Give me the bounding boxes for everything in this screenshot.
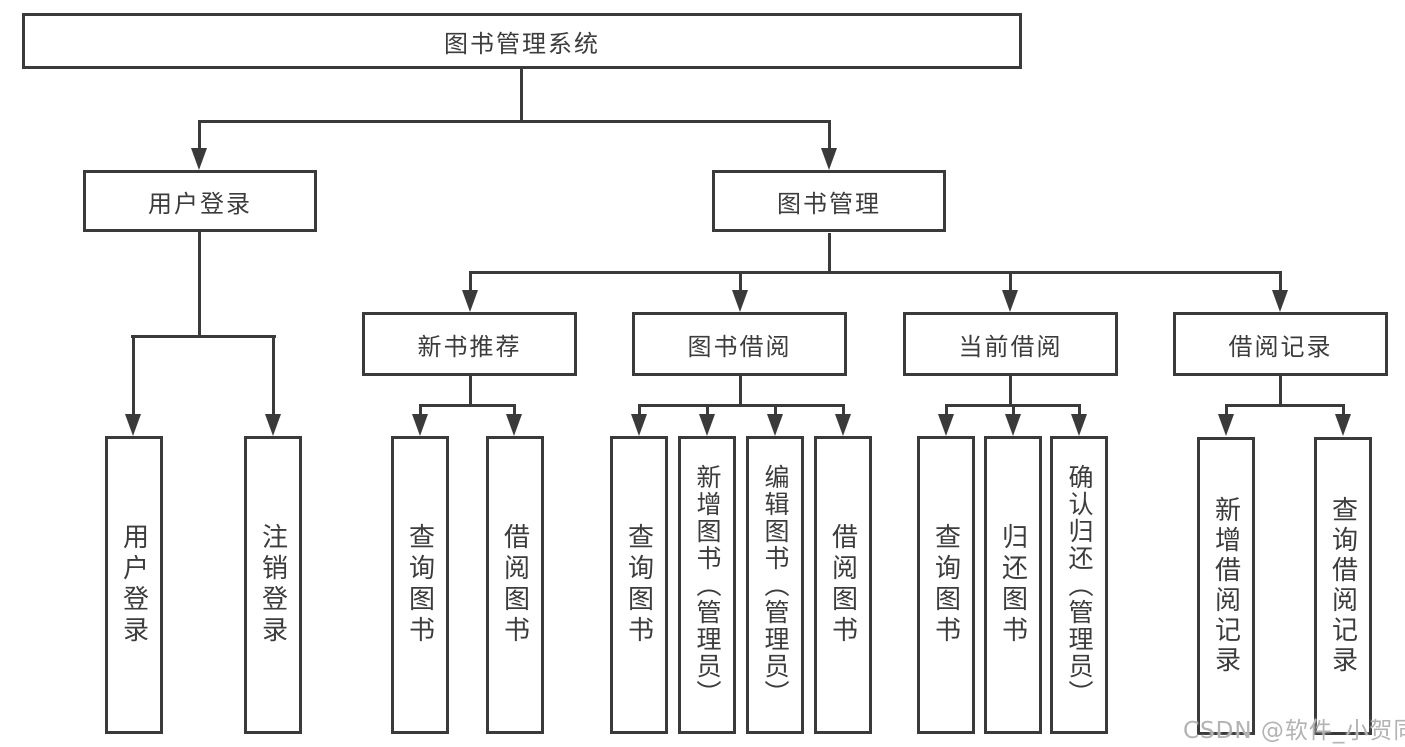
node-book-borrowing: 图书借阅 [632, 312, 847, 376]
arrowhead-down-icon [1002, 290, 1018, 312]
line [469, 376, 472, 406]
line [513, 404, 516, 416]
arrowhead-down-icon [821, 148, 837, 170]
line [131, 335, 276, 338]
arrowhead-down-icon [1335, 414, 1351, 436]
line [828, 233, 831, 273]
leaf-add-books-admin: 新增图书（管理员） [678, 436, 736, 734]
line [1279, 376, 1282, 406]
arrowhead-down-icon [1272, 290, 1288, 312]
leaf-logout: 注销登录 [244, 436, 302, 734]
line [132, 335, 135, 416]
arrowhead-down-icon [191, 148, 207, 170]
leaf-query-books-current: 查询图书 [917, 436, 975, 734]
leaf-query-books-recommendation: 查询图书 [391, 436, 449, 734]
node-label: 编辑图书（管理员） [761, 463, 790, 707]
arrowhead-down-icon [631, 414, 647, 436]
node-label: 用户登录 [148, 189, 252, 218]
node-current-borrowing: 当前借阅 [903, 312, 1118, 376]
arrowhead-down-icon [835, 414, 851, 436]
line [842, 404, 845, 416]
leaf-confirm-return-admin: 确认归还（管理员） [1050, 436, 1108, 734]
line [1012, 404, 1015, 416]
node-label: 确认归还（管理员） [1065, 463, 1094, 707]
node-label: 用户登录 [118, 523, 149, 647]
arrowhead-down-icon [1005, 414, 1021, 436]
node-label: 借阅图书 [827, 523, 858, 647]
node-label: 查询图书 [623, 523, 654, 647]
node-new-book-recommendation: 新书推荐 [362, 312, 577, 376]
leaf-query-borrowing-record: 查询借阅记录 [1314, 437, 1372, 735]
line [198, 232, 201, 337]
arrowhead-down-icon [506, 414, 522, 436]
line [945, 404, 948, 416]
arrowhead-down-icon [938, 414, 954, 436]
line [520, 69, 523, 123]
node-label: 当前借阅 [958, 332, 1063, 361]
arrowhead-down-icon [462, 290, 478, 312]
arrowhead-down-icon [412, 414, 428, 436]
line [774, 404, 777, 416]
line [419, 404, 516, 407]
line [198, 120, 831, 123]
leaf-add-borrowing-record: 新增借阅记录 [1197, 437, 1255, 735]
node-label: 图书管理系统 [444, 29, 600, 58]
node-label: 新增借阅记录 [1210, 496, 1241, 676]
line [1009, 376, 1012, 406]
arrowhead-down-icon [699, 414, 715, 436]
line [1225, 404, 1344, 407]
line [739, 376, 742, 406]
node-root-library-management-system: 图书管理系统 [22, 13, 1022, 69]
node-label: 图书管理 [777, 189, 881, 218]
line [828, 120, 831, 150]
node-label: 归还图书 [997, 523, 1028, 647]
line [1078, 404, 1081, 416]
node-label: 查询图书 [404, 523, 435, 647]
line [1279, 271, 1282, 290]
leaf-edit-books-admin: 编辑图书（管理员） [746, 436, 804, 734]
arrowhead-down-icon [1218, 414, 1234, 436]
arrowhead-down-icon [265, 414, 281, 436]
leaf-return-books: 归还图书 [984, 436, 1042, 734]
leaf-user-login: 用户登录 [105, 436, 163, 734]
node-borrowing-records: 借阅记录 [1173, 312, 1388, 376]
node-label: 注销登录 [257, 523, 288, 647]
csdn-watermark: CSDN @软件_小贺同学 [1183, 718, 1405, 744]
line [1225, 404, 1228, 416]
line [638, 404, 844, 407]
line [272, 335, 275, 416]
line [469, 271, 1282, 274]
node-book-management: 图书管理 [712, 170, 946, 232]
arrowhead-down-icon [125, 414, 141, 436]
line [638, 404, 641, 416]
arrowhead-down-icon [767, 414, 783, 436]
node-label: 借阅图书 [499, 523, 530, 647]
line [1009, 271, 1012, 290]
node-label: 图书借阅 [687, 332, 792, 361]
leaf-query-books-borrowing: 查询图书 [610, 436, 668, 734]
arrowhead-down-icon [732, 290, 748, 312]
node-label: 新增图书（管理员） [693, 463, 722, 707]
node-user-login: 用户登录 [83, 170, 317, 232]
node-label: 借阅记录 [1228, 332, 1333, 361]
line [706, 404, 709, 416]
line [469, 271, 472, 290]
leaf-borrow-books-recommendation: 借阅图书 [486, 436, 544, 734]
line [1342, 404, 1345, 416]
node-label: 查询借阅记录 [1327, 496, 1358, 676]
arrowhead-down-icon [1071, 414, 1087, 436]
leaf-borrow-books: 借阅图书 [814, 436, 872, 734]
line [739, 271, 742, 290]
line [198, 120, 201, 150]
node-label: 查询图书 [930, 523, 961, 647]
node-label: 新书推荐 [417, 332, 522, 361]
line [419, 404, 422, 416]
